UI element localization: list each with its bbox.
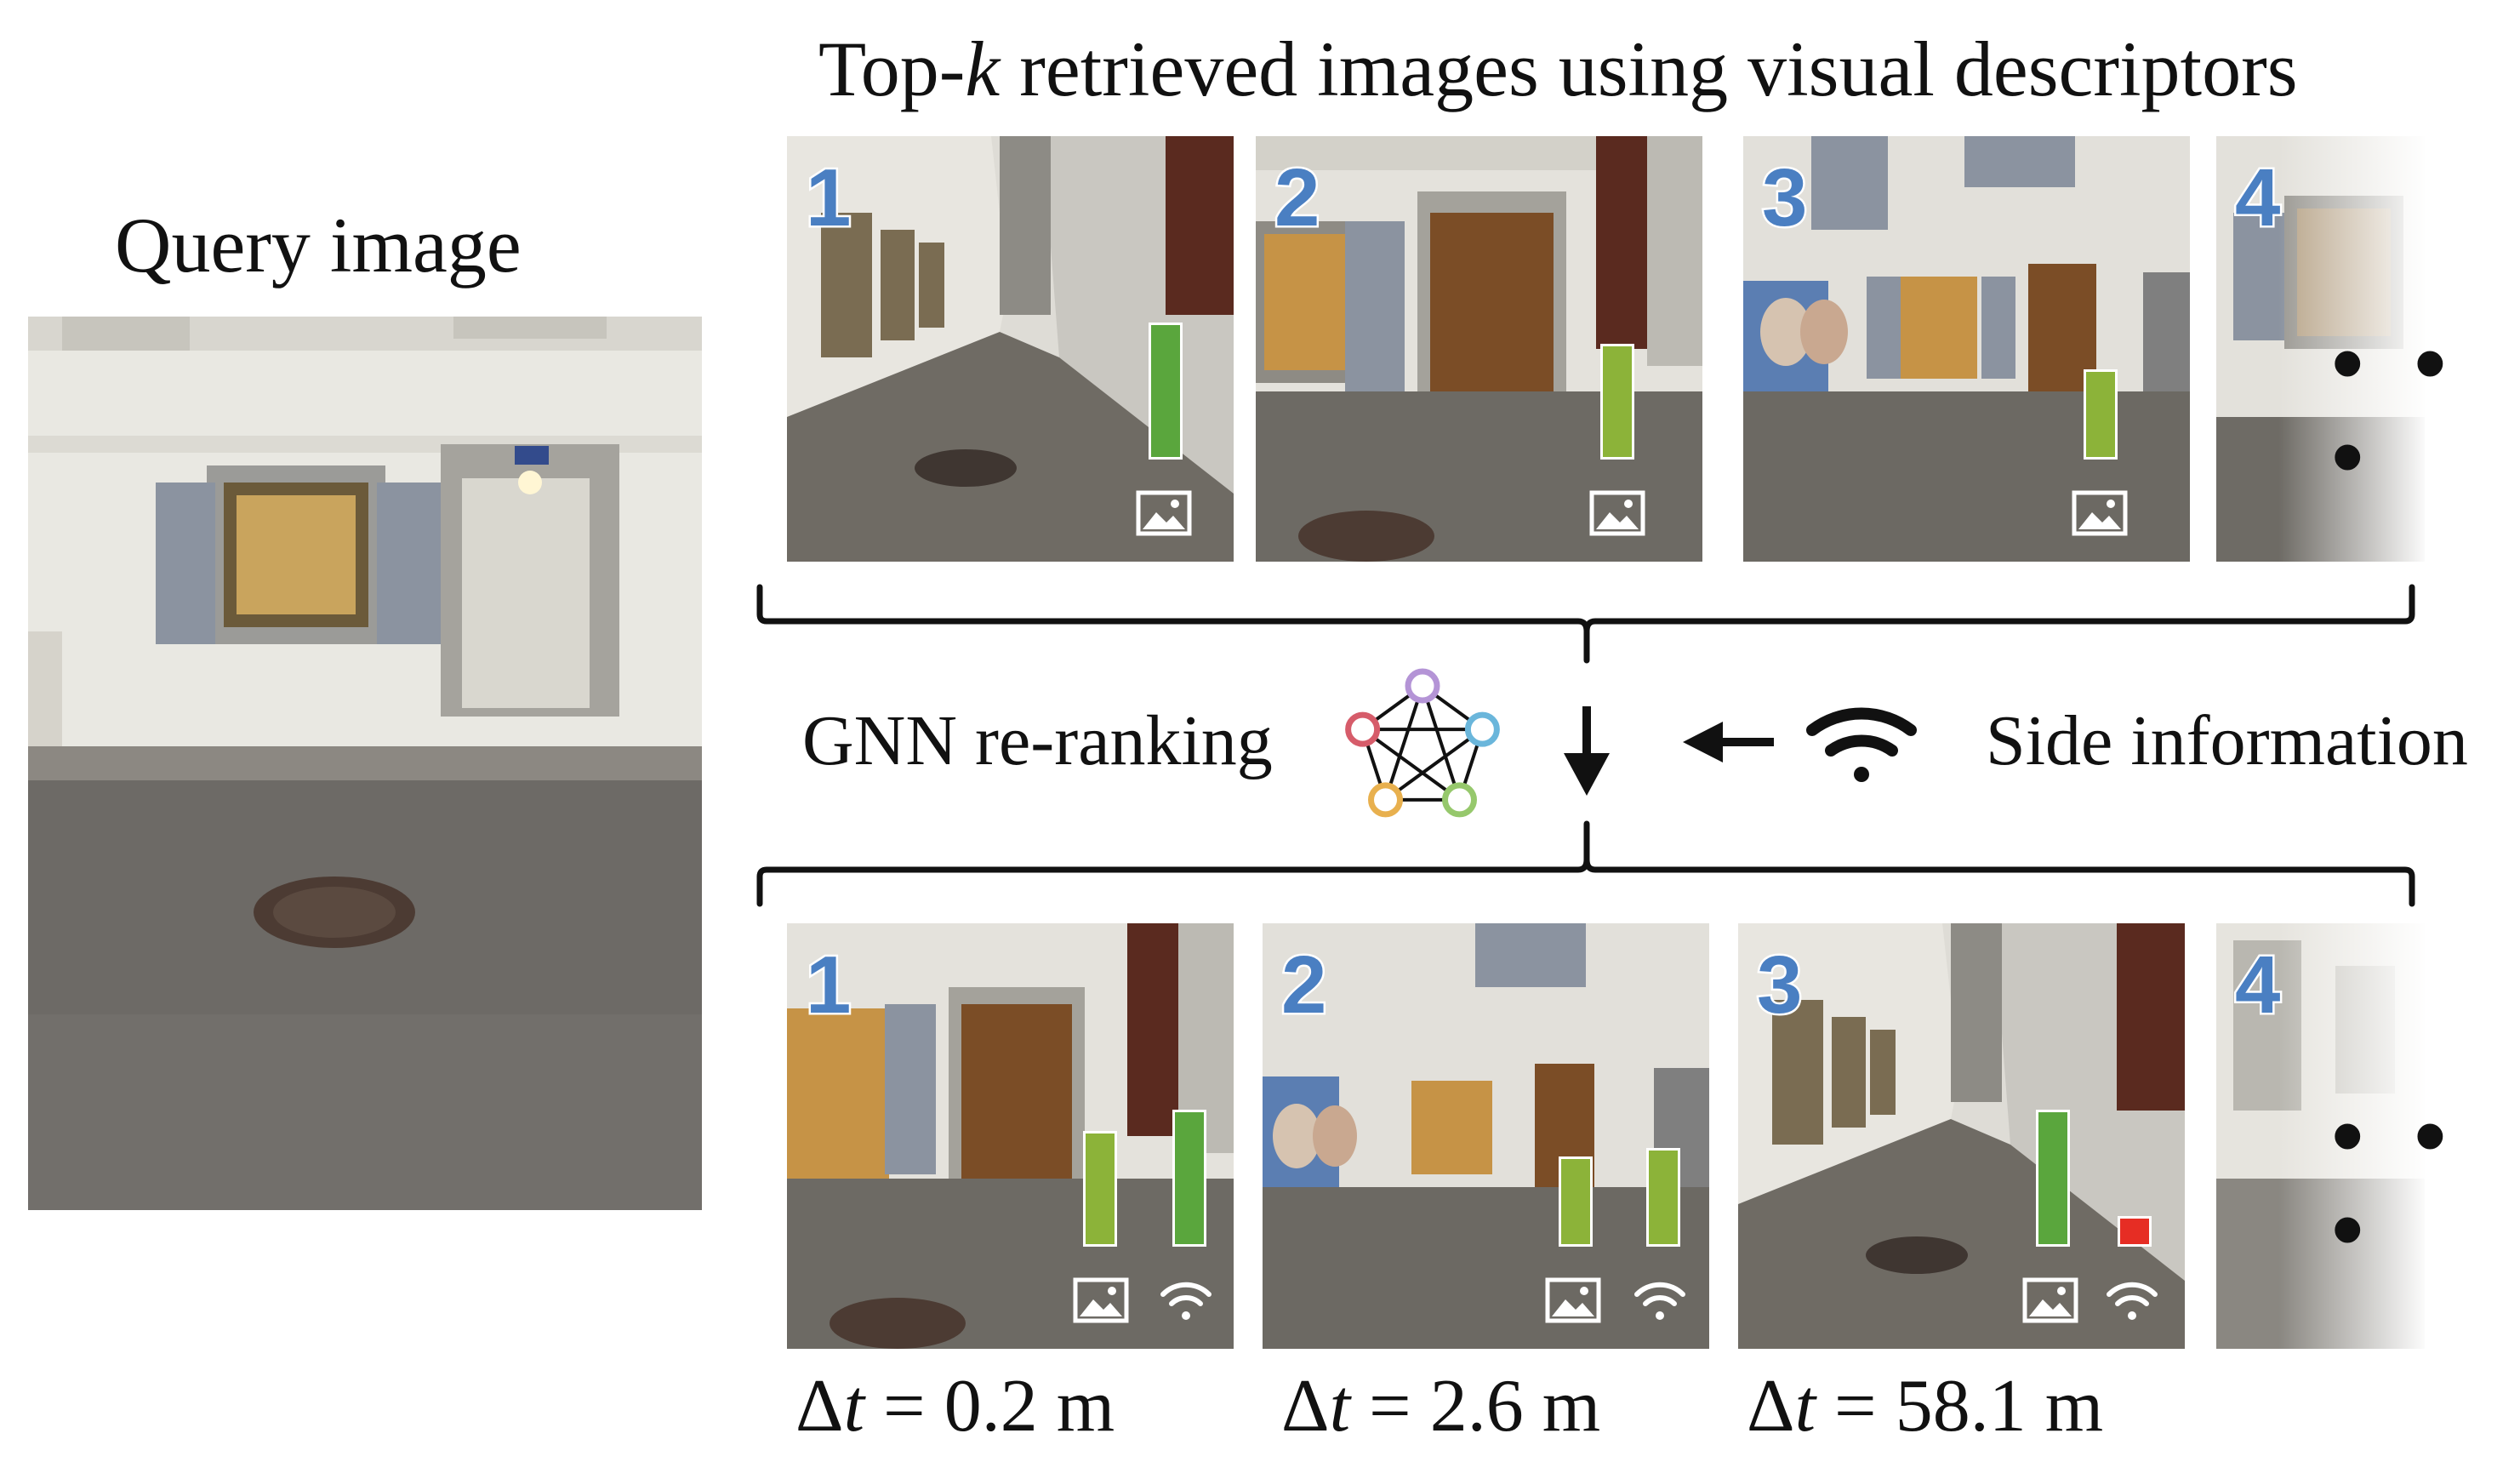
thumb-fade bbox=[2216, 923, 2425, 1349]
rank-number: 4 bbox=[2232, 151, 2282, 246]
side-score-bar bbox=[1172, 1110, 1206, 1247]
wifi-icon bbox=[1634, 1282, 1685, 1320]
image-icon bbox=[1589, 490, 1645, 536]
top-k-title: Top-k retrieved images using visual desc… bbox=[818, 26, 2298, 112]
wifi-icon bbox=[1806, 707, 1917, 782]
graph-node bbox=[1405, 668, 1440, 704]
top-thumb-4: 4 bbox=[2216, 136, 2425, 562]
bottom-thumb-3: 3 bbox=[1738, 923, 2185, 1349]
image-icon bbox=[1073, 1277, 1129, 1323]
top-brace bbox=[756, 584, 2415, 664]
visual-score-bar bbox=[1600, 344, 1634, 460]
graph-node bbox=[1464, 711, 1500, 747]
graph-icon bbox=[1345, 668, 1500, 818]
graph-edge bbox=[1421, 685, 1462, 801]
graph-node bbox=[1368, 782, 1404, 818]
k-variable: k bbox=[965, 26, 1001, 112]
side-score-bar bbox=[1646, 1148, 1680, 1247]
query-scene bbox=[28, 317, 702, 1210]
bottom-ellipsis: • • • bbox=[2331, 1083, 2459, 1282]
distance-label-2: Δt = 2.6 m bbox=[1281, 1365, 1601, 1448]
rank-number: 3 bbox=[1754, 938, 1804, 1033]
image-icon bbox=[1136, 490, 1192, 536]
bottom-thumb-2: 2 bbox=[1263, 923, 1709, 1349]
image-icon bbox=[2072, 490, 2128, 536]
gnn-reranking-label: GNN re-ranking bbox=[802, 701, 1273, 780]
top-ellipsis: • • • bbox=[2331, 311, 2459, 509]
visual-score-bar bbox=[1149, 323, 1183, 460]
down-arrow-icon bbox=[1564, 706, 1610, 796]
distance-label-1: Δt = 0.2 m bbox=[795, 1365, 1115, 1448]
top-thumb-1: 1 bbox=[787, 136, 1234, 562]
rank-number: 2 bbox=[1279, 938, 1328, 1033]
graph-node bbox=[1441, 782, 1477, 818]
top-thumb-2: 2 bbox=[1256, 136, 1702, 562]
rank-number: 1 bbox=[803, 938, 852, 1033]
side-information-label: Side information bbox=[1986, 701, 2468, 780]
bottom-thumb-4: 4 bbox=[2216, 923, 2425, 1349]
visual-score-bar bbox=[1559, 1156, 1593, 1247]
door-scene bbox=[787, 923, 1234, 1349]
people-scene bbox=[1263, 923, 1709, 1349]
rank-number: 1 bbox=[803, 151, 852, 246]
visual-score-bar bbox=[2036, 1110, 2070, 1247]
bottom-thumb-1: 1 bbox=[787, 923, 1234, 1349]
rank-number: 4 bbox=[2232, 938, 2282, 1033]
left-arrow-icon bbox=[1683, 722, 1774, 762]
wifi-icon bbox=[2107, 1282, 2158, 1320]
graph-edge bbox=[1361, 728, 1461, 802]
distance-label-3: Δt = 58.1 m bbox=[1747, 1365, 2104, 1448]
visual-score-bar bbox=[2084, 369, 2118, 460]
rank-number: 2 bbox=[1272, 151, 1321, 246]
wifi-icon bbox=[1160, 1282, 1212, 1320]
side-score-bar bbox=[2118, 1216, 2152, 1247]
image-icon bbox=[2022, 1277, 2078, 1323]
rank-number: 3 bbox=[1759, 151, 1809, 246]
thumb-fade bbox=[2216, 136, 2425, 562]
query-title: Query image bbox=[115, 202, 522, 288]
top-thumb-3: 3 bbox=[1743, 136, 2190, 562]
query-photo bbox=[28, 317, 702, 1210]
door-scene bbox=[1256, 136, 1702, 562]
visual-score-bar bbox=[1083, 1131, 1117, 1247]
graph-node bbox=[1345, 711, 1381, 747]
image-icon bbox=[1545, 1277, 1601, 1323]
graph-edge bbox=[1383, 685, 1424, 801]
graph-edge bbox=[1384, 728, 1484, 802]
bottom-brace bbox=[756, 820, 2415, 907]
